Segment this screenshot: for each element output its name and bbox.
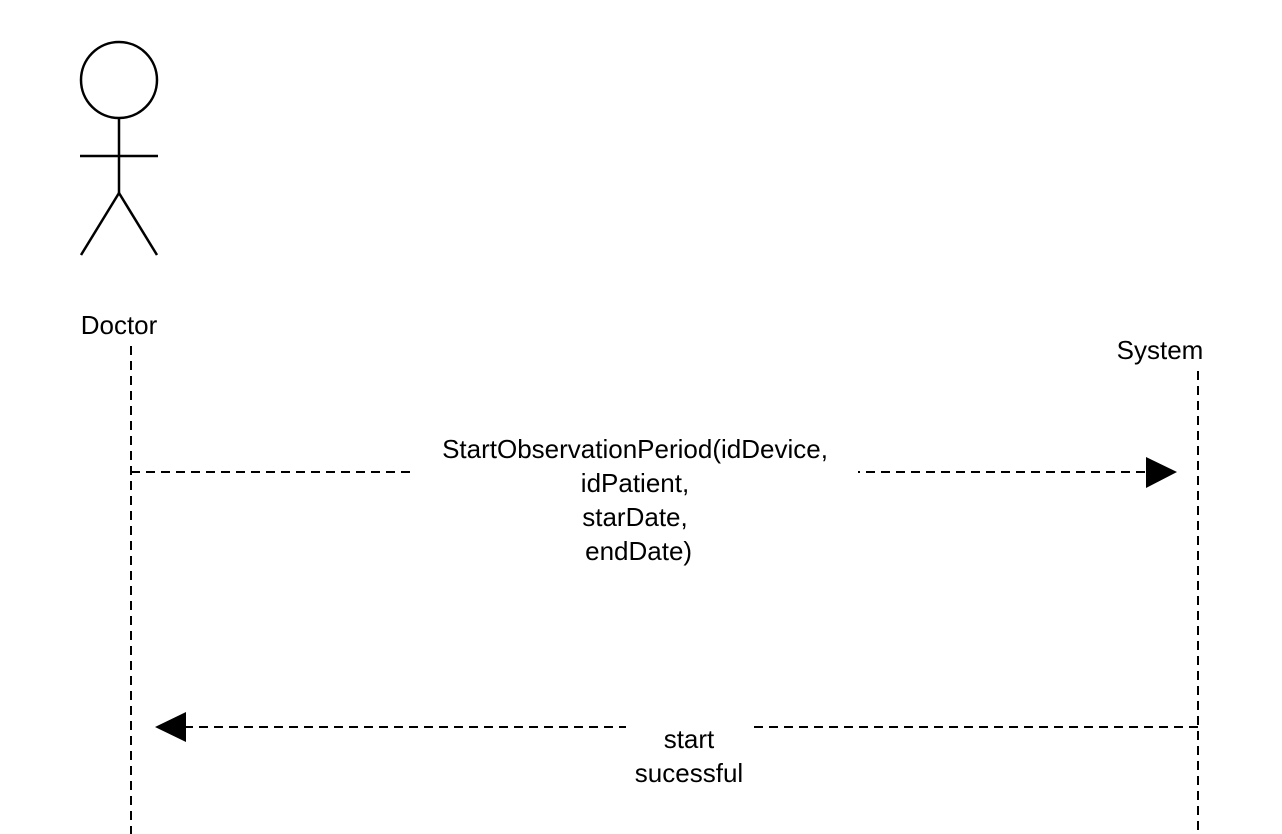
return-message-arrow [155, 712, 1198, 742]
call-message-line-1: StartObservationPeriod(idDevice, [442, 434, 828, 464]
actor-name-label: Doctor [80, 310, 158, 340]
actor-right-leg [117, 192, 159, 256]
actor-head [79, 40, 159, 120]
return-message-label: start sucessful [626, 722, 752, 790]
return-message-line-2: sucessful [634, 758, 744, 788]
call-message-arrow [131, 457, 1177, 488]
return-message-line-1: start [663, 724, 715, 754]
actor-left-leg [79, 192, 121, 256]
call-message-line-4: endDate) [577, 536, 693, 566]
stick-figure-actor-icon [79, 40, 159, 256]
system-name-label: System [1116, 335, 1204, 365]
call-message-label: StartObservationPeriod(idDevice, idPatie… [412, 432, 858, 568]
return-arrowhead-icon [155, 712, 186, 742]
call-message-line-2: idPatient, [580, 468, 690, 498]
call-arrowhead-icon [1146, 457, 1177, 488]
call-message-line-3: starDate, [582, 502, 688, 532]
